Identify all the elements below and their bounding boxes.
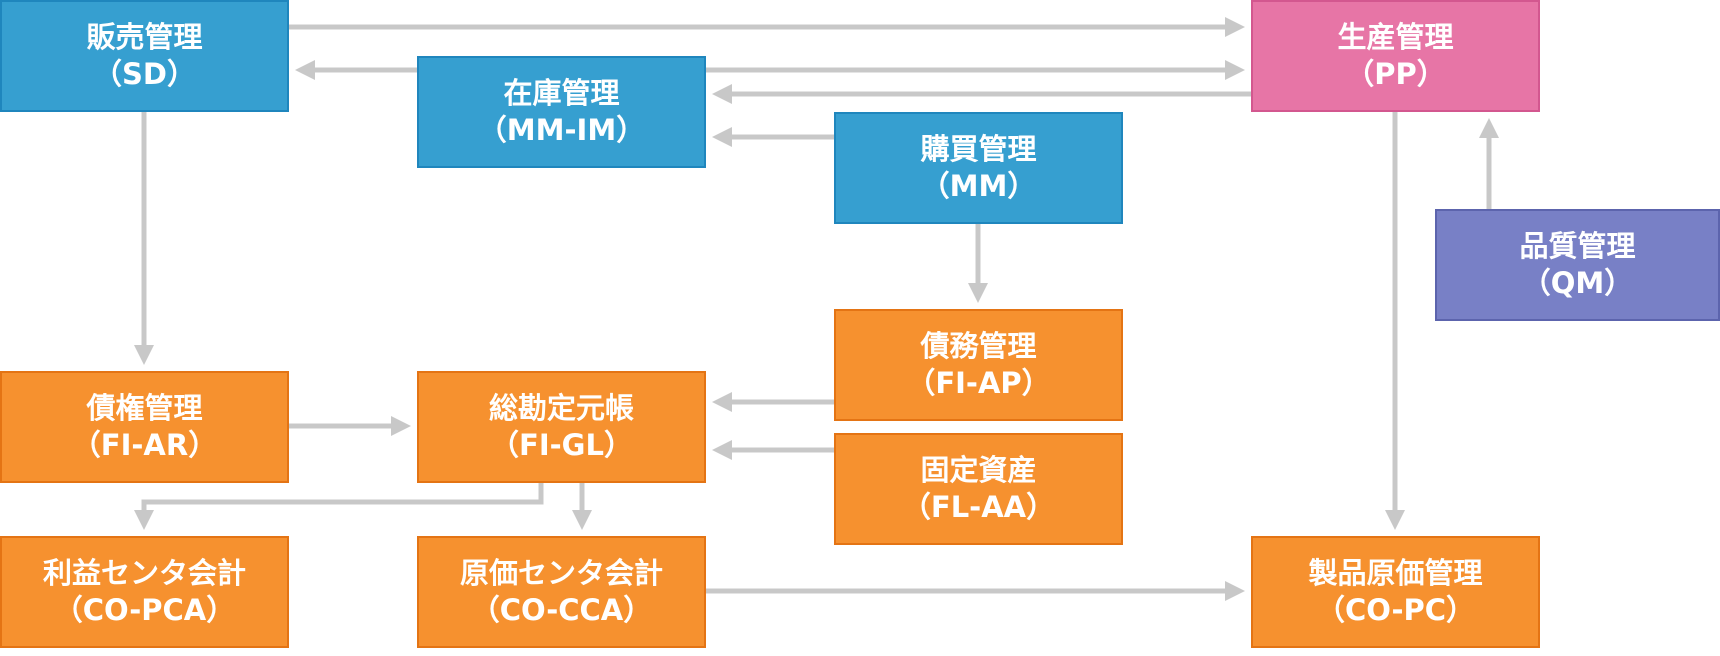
node-code: （CO-PCA） xyxy=(53,593,236,627)
node-payables-fi-ap: 債務管理 （FI-AP） xyxy=(834,309,1123,421)
node-code: （FI-AR） xyxy=(71,428,218,462)
node-code: （MM-IM） xyxy=(477,113,646,147)
node-quality-qm: 品質管理 （QM） xyxy=(1435,209,1720,321)
node-name: 品質管理 xyxy=(1519,229,1636,263)
node-name: 債務管理 xyxy=(920,329,1037,363)
node-code: （PP） xyxy=(1345,57,1446,91)
node-name: 生産管理 xyxy=(1337,20,1454,54)
node-code: （FI-AP） xyxy=(906,366,1051,400)
node-profit-center-co-pca: 利益センタ会計 （CO-PCA） xyxy=(0,536,289,648)
node-name: 在庫管理 xyxy=(503,76,620,110)
node-purchasing-mm: 購買管理 （MM） xyxy=(834,112,1123,224)
node-code: （FI-GL） xyxy=(490,428,633,462)
node-name: 固定資産 xyxy=(920,453,1037,487)
node-name: 販売管理 xyxy=(86,20,203,54)
node-code: （QM） xyxy=(1521,266,1634,300)
node-general-ledger-fi-gl: 総勘定元帳 （FI-GL） xyxy=(417,371,706,483)
node-sales-sd: 販売管理 （SD） xyxy=(0,0,289,112)
node-cost-center-co-cca: 原価センタ会計 （CO-CCA） xyxy=(417,536,706,648)
node-name: 原価センタ会計 xyxy=(459,556,663,590)
node-name: 購買管理 xyxy=(920,132,1037,166)
arrow-figl-to-copca xyxy=(134,483,544,530)
node-name: 債権管理 xyxy=(86,391,203,425)
node-product-cost-co-pc: 製品原価管理 （CO-PC） xyxy=(1251,536,1540,648)
node-code: （FL-AA） xyxy=(901,490,1056,524)
node-code: （SD） xyxy=(93,57,196,91)
node-receivables-fi-ar: 債権管理 （FI-AR） xyxy=(0,371,289,483)
node-code: （MM） xyxy=(920,169,1037,203)
node-name: 利益センタ会計 xyxy=(42,556,246,590)
node-fixed-assets-fl-aa: 固定資産 （FL-AA） xyxy=(834,433,1123,545)
node-name: 総勘定元帳 xyxy=(488,391,634,425)
node-code: （CO-CCA） xyxy=(470,593,653,627)
node-name: 製品原価管理 xyxy=(1308,556,1483,590)
node-production-pp: 生産管理 （PP） xyxy=(1251,0,1540,112)
node-code: （CO-PC） xyxy=(1315,593,1476,627)
node-inventory-mm-im: 在庫管理 （MM-IM） xyxy=(417,56,706,168)
